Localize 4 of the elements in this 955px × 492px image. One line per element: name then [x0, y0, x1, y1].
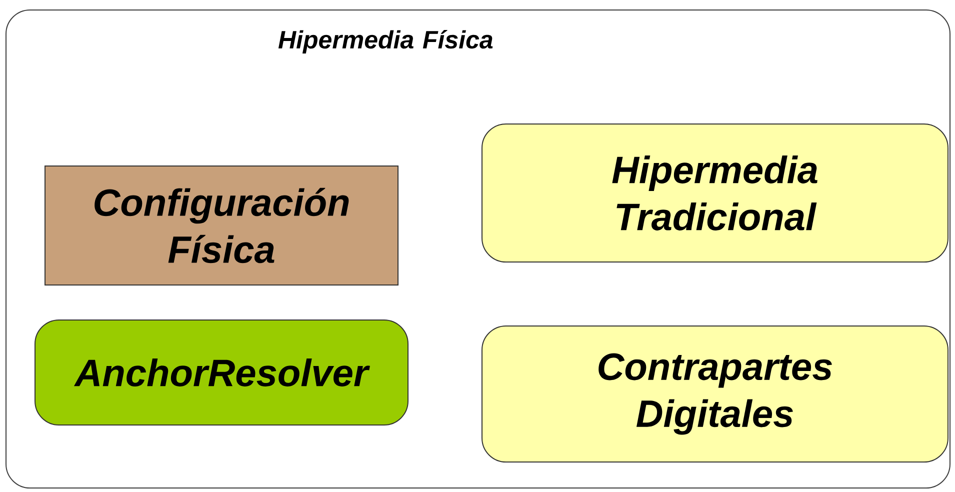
process-box: Configuración Física: [44, 166, 398, 286]
rounded-box: Contrapartes Digitales: [482, 326, 948, 462]
rounded-box: AnchorResolver: [34, 320, 408, 426]
rounded-box: Hipermedia Tradicional: [482, 124, 948, 262]
